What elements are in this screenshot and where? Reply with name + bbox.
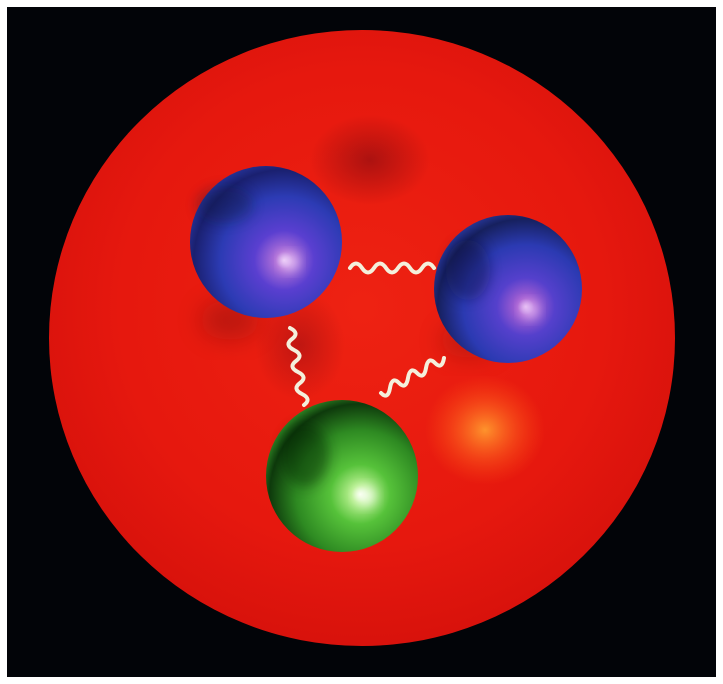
quark-blue-right-highlight	[522, 302, 538, 318]
disc-shadow-top	[310, 115, 430, 205]
orange-glow	[425, 375, 545, 485]
quark-blue-top-left-highlight	[282, 254, 298, 270]
quark-blue-top-left-shade	[197, 187, 253, 223]
quark-green-bottom-highlight	[357, 487, 375, 505]
quark-green-bottom-shade	[281, 423, 329, 487]
quark-blue-right-shade	[446, 240, 490, 300]
